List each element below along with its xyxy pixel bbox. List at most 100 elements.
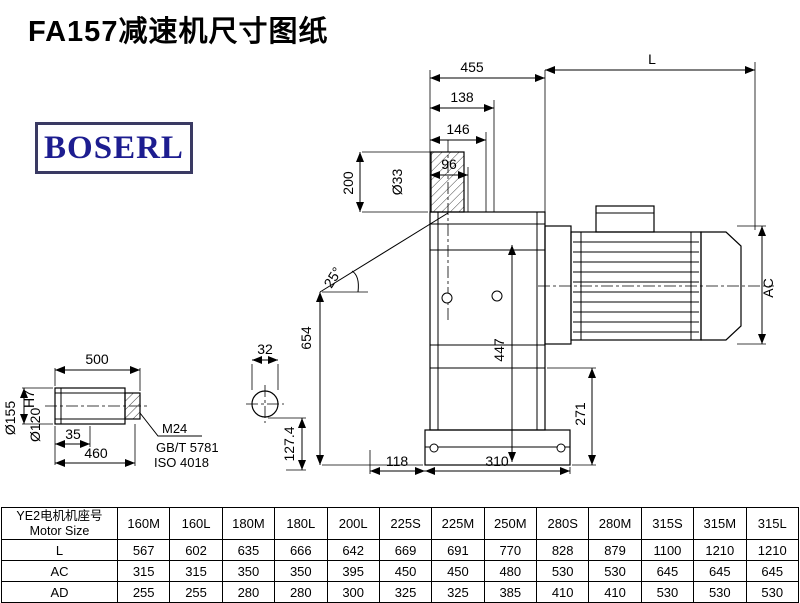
column-header: 315S	[640, 507, 695, 540]
brand-logo: BOSERL	[35, 122, 193, 174]
table-cell: 691	[431, 539, 485, 561]
dim-dia155: Ø155	[2, 387, 53, 435]
brand-logo-text: BOSERL	[44, 129, 184, 166]
dim-271: 271	[547, 367, 596, 466]
table-cell: 350	[274, 560, 328, 582]
dim-label-455: 455	[460, 59, 484, 75]
column-header: 160L	[169, 507, 223, 540]
table-cell: 280	[274, 581, 328, 603]
table-cell: 879	[588, 539, 642, 561]
dim-460: 460	[55, 424, 136, 467]
motor-size-table: YE2电机机座号 Motor Size 160M 160L 180M 180L …	[1, 507, 799, 603]
shaft-detail-view: 500 35 460 Ø155 Ø120 H7	[2, 351, 219, 470]
dim-label-138: 138	[450, 89, 474, 105]
column-header: 280M	[588, 507, 642, 540]
dim-label-460: 460	[84, 445, 108, 461]
dim-654: 654	[298, 291, 423, 466]
dim-200: 200	[340, 151, 433, 213]
dim-96: 96	[430, 156, 469, 212]
dim-dia120: Ø120 H7	[21, 390, 43, 442]
table-cell: 1210	[745, 539, 799, 561]
dim-label-35: 35	[65, 426, 81, 442]
table-cell: 530	[693, 581, 747, 603]
dim-label-dia33: Ø33	[389, 169, 405, 196]
table-row-AC: AC 315 315 350 350 395 450 450 480 530 5…	[1, 560, 799, 582]
table-cell: 1210	[693, 539, 747, 561]
bolt-hole	[491, 290, 503, 302]
motor-size-table-wrap: YE2电机机座号 Motor Size 160M 160L 180M 180L …	[0, 507, 800, 603]
dim-label-dia120: Ø120	[27, 408, 43, 442]
terminal-box	[595, 205, 655, 233]
table-cell: 255	[169, 581, 223, 603]
dim-label-32: 32	[257, 341, 273, 357]
column-header: 180M	[221, 507, 276, 540]
dim-32: 32	[251, 341, 279, 390]
table-cell: 567	[116, 539, 171, 561]
dim-label-654: 654	[298, 326, 314, 350]
column-header: 225M	[431, 507, 485, 540]
column-header: 200L	[326, 507, 380, 540]
dim-label-AC: AC	[760, 278, 776, 297]
table-cell: 642	[326, 539, 380, 561]
dim-label-500: 500	[85, 351, 109, 367]
column-header: 225S	[378, 507, 433, 540]
table-cell: 325	[378, 581, 433, 603]
table-cell: 300	[326, 581, 380, 603]
table-cell: 635	[221, 539, 276, 561]
dim-138: 138	[430, 89, 495, 212]
table-cell: 385	[483, 581, 538, 603]
table-cell: 255	[116, 581, 171, 603]
table-cell: 410	[535, 581, 590, 603]
dim-label-127-4: 127.4	[281, 426, 297, 461]
table-row-AD: AD 255 255 280 280 300 325 325 385 410 4…	[1, 581, 799, 603]
page-title: FA157减速机尺寸图纸	[28, 16, 329, 48]
bolt-hole	[441, 292, 453, 304]
table-cell: 350	[221, 560, 276, 582]
dim-L: L	[545, 51, 756, 230]
dim-146: 146	[430, 121, 487, 212]
standard-label-iso: ISO 4018	[154, 455, 209, 470]
row-label: L	[1, 539, 118, 561]
table-cell: 530	[535, 560, 590, 582]
dim-label-271: 271	[572, 402, 588, 426]
table-cell: 530	[640, 581, 695, 603]
table-row-L: L 567 602 635 666 642 669 691 770 828 87…	[1, 539, 799, 561]
dim-label-200: 200	[340, 171, 356, 195]
bolt-hole	[556, 443, 566, 453]
standard-label-gbt: GB/T 5781	[156, 440, 219, 455]
row-label: AD	[1, 581, 118, 603]
dim-25deg: 25°	[319, 212, 449, 293]
dim-label-96: 96	[441, 156, 457, 172]
dim-label-dia155: Ø155	[2, 401, 18, 435]
motor-flange	[544, 225, 572, 345]
table-cell: 530	[588, 560, 642, 582]
dim-label-118: 118	[386, 453, 409, 469]
column-header: 315M	[693, 507, 747, 540]
table-cell: 325	[431, 581, 485, 603]
table-cell: 602	[169, 539, 223, 561]
dim-35: 35	[54, 426, 91, 465]
table-header-motor-size: YE2电机机座号 Motor Size	[1, 507, 118, 540]
table-cell: 315	[169, 560, 223, 582]
dim-AC: AC	[737, 225, 776, 345]
table-cell: 770	[483, 539, 538, 561]
shaft-end-view: 32 127.4	[246, 341, 306, 471]
table-cell: 450	[431, 560, 485, 582]
dim-label-310: 310	[485, 453, 509, 469]
table-cell: 315	[116, 560, 171, 582]
table-cell: 480	[483, 560, 538, 582]
dim-label-dia120-tolerance: H7	[21, 390, 37, 408]
output-shaft-section	[430, 151, 465, 213]
row-label: AC	[1, 560, 118, 582]
dim-label-146: 146	[446, 121, 470, 137]
dim-label-447: 447	[491, 338, 507, 362]
motor-size-label-en: Motor Size	[29, 523, 90, 538]
column-header: 180L	[274, 507, 328, 540]
motor-size-label-cn: YE2电机机座号	[16, 509, 103, 524]
column-header: 315L	[745, 507, 799, 540]
bolt-hole	[429, 443, 439, 453]
dim-310: 310	[425, 453, 571, 475]
table-cell: 410	[588, 581, 642, 603]
column-header: 160M	[116, 507, 171, 540]
table-header-row: YE2电机机座号 Motor Size 160M 160L 180M 180L …	[1, 507, 799, 540]
